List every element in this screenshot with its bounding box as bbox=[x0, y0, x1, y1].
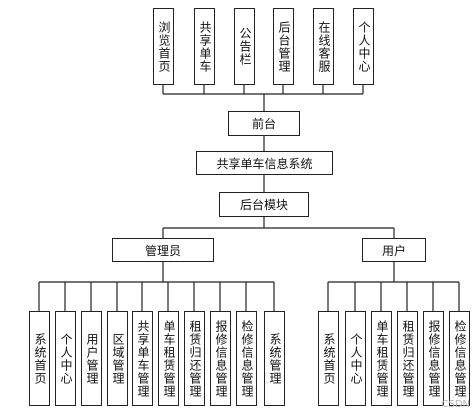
watermark: CSDN bbox=[441, 399, 470, 410]
admin-node: 管理员 bbox=[112, 238, 214, 262]
user-module-personal-center: 个人中心 bbox=[345, 311, 366, 406]
front-module-notice-board: 公告栏 bbox=[234, 8, 255, 85]
admin-module-user-management: 用户管理 bbox=[81, 311, 102, 406]
admin-module-personal-center: 个人中心 bbox=[55, 311, 76, 406]
user-module-rental-management: 单车租赁管理 bbox=[371, 311, 392, 406]
admin-module-repair-report-management: 报修信息管理 bbox=[210, 311, 231, 406]
user-module-return-management: 租赁归还管理 bbox=[397, 311, 418, 406]
user-node: 用户 bbox=[362, 238, 426, 262]
user-module-system-home: 系统首页 bbox=[318, 311, 339, 406]
frontend-node: 前台 bbox=[228, 111, 300, 136]
admin-module-rental-management: 单车租赁管理 bbox=[158, 311, 179, 406]
front-module-personal-center: 个人中心 bbox=[353, 8, 374, 85]
admin-module-area-management: 区域管理 bbox=[107, 311, 128, 406]
front-module-online-service: 在线客服 bbox=[313, 8, 334, 85]
admin-module-bike-management: 共享单车管理 bbox=[132, 311, 153, 406]
backend-node: 后台模块 bbox=[219, 192, 309, 217]
admin-module-inspection-management: 检修信息管理 bbox=[236, 311, 257, 406]
admin-module-return-management: 租赁归还管理 bbox=[184, 311, 205, 406]
admin-module-system-home: 系统首页 bbox=[29, 311, 50, 406]
user-module-repair-report-management: 报修信息管理 bbox=[423, 311, 444, 406]
front-module-admin-backend: 后台管理 bbox=[273, 8, 294, 85]
system-root-node: 共享单车信息系统 bbox=[196, 151, 333, 175]
front-module-shared-bike: 共享单车 bbox=[194, 8, 215, 85]
admin-module-system-management: 系统管理 bbox=[264, 311, 285, 406]
user-module-inspection-management: 检修信息管理 bbox=[449, 311, 470, 406]
front-module-browse-home: 浏览首页 bbox=[153, 8, 174, 85]
